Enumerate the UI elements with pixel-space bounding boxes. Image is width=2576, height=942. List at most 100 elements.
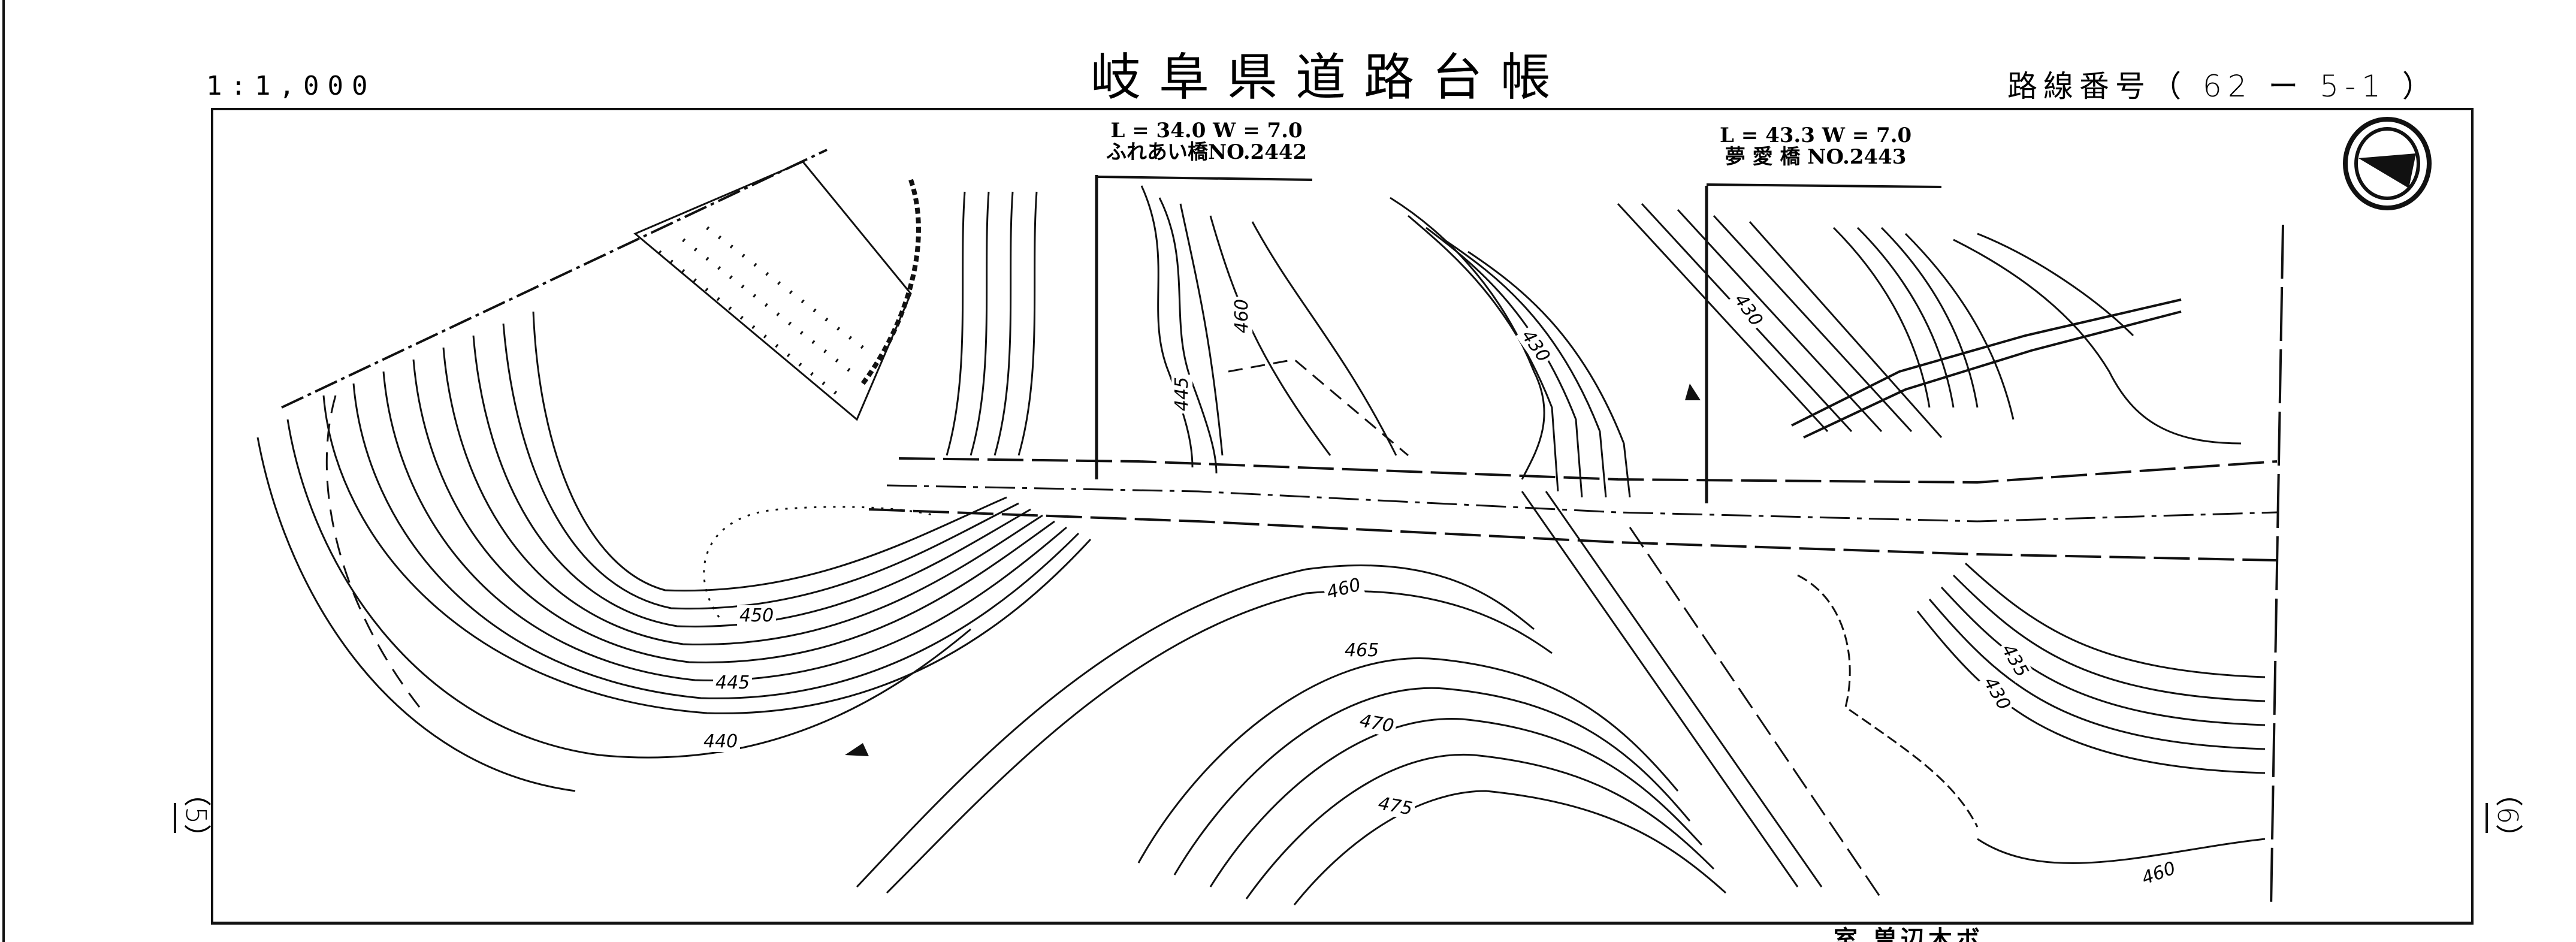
contour-line bbox=[1521, 491, 1799, 887]
contours-lower bbox=[856, 491, 2266, 905]
embankment-dots bbox=[682, 238, 852, 373]
contour-line bbox=[1617, 203, 1829, 433]
bridge-2-underline bbox=[1706, 183, 1942, 188]
contour-line bbox=[1293, 790, 1727, 905]
contour-line bbox=[1443, 238, 1607, 498]
cut-slope-dashed bbox=[1228, 358, 1409, 457]
flow-arrow-icon bbox=[845, 743, 869, 756]
page-border-left bbox=[2, 0, 5, 942]
bridge-name: 夢 愛 橋 NO.2443 bbox=[1725, 145, 1907, 169]
map-frame bbox=[211, 108, 2474, 924]
north-arrow-icon bbox=[2343, 117, 2432, 210]
contour-line bbox=[472, 335, 1031, 628]
contour-line bbox=[532, 311, 1007, 592]
contour-line bbox=[946, 191, 966, 456]
contour-line bbox=[1245, 753, 1715, 899]
page-number-left-dash bbox=[174, 803, 176, 833]
contour-line bbox=[286, 419, 971, 759]
contour-line bbox=[442, 347, 1043, 646]
contour-label: 450 bbox=[737, 605, 777, 626]
bridge-dimensions: L = 34.0 W = 7.0 bbox=[1110, 119, 1303, 143]
contour-label: 445 bbox=[713, 672, 753, 693]
survey-boundary-line bbox=[281, 149, 828, 409]
track-line bbox=[1791, 298, 2182, 427]
contour-line bbox=[1251, 221, 1397, 456]
contour-line bbox=[886, 590, 1553, 894]
contour-line bbox=[1880, 227, 1979, 408]
contour-line bbox=[856, 564, 1535, 888]
contour-line bbox=[256, 437, 576, 792]
bottom-divider bbox=[211, 922, 2474, 925]
contour-line bbox=[382, 371, 1067, 681]
bridge-dimensions: L = 43.3 W = 7.0 bbox=[1720, 123, 1912, 147]
contour-label: 445 bbox=[1171, 374, 1193, 414]
contour-line bbox=[1179, 203, 1224, 456]
contour-line bbox=[322, 395, 1092, 714]
map-linework bbox=[281, 149, 2284, 908]
contour-line bbox=[1137, 657, 1679, 864]
contour-line bbox=[1748, 221, 1943, 438]
contours-right-upper bbox=[1617, 203, 2242, 445]
contour-line bbox=[1173, 687, 1691, 875]
page-number-left: （5） bbox=[174, 779, 216, 852]
contour-line bbox=[1832, 227, 1931, 408]
river-edge bbox=[325, 395, 421, 708]
contour-line bbox=[1916, 611, 2266, 774]
embankment-outline bbox=[633, 161, 912, 421]
page-number-right-text: （6） bbox=[2492, 779, 2524, 852]
flow-arrow-icon bbox=[1685, 384, 1701, 400]
contour-line bbox=[1952, 574, 2266, 702]
contour-line bbox=[1856, 227, 1955, 408]
contour-line bbox=[1467, 250, 1631, 498]
contour-line bbox=[1209, 717, 1703, 887]
embankment-dots bbox=[658, 250, 840, 397]
bridge-label-fureai: L = 34.0 W = 7.0 ふれあい橋NO.2442 bbox=[1106, 120, 1307, 163]
embankment bbox=[633, 161, 921, 421]
page-number-left-text: （5） bbox=[180, 779, 212, 852]
river-outline bbox=[1797, 574, 1979, 828]
contour-line bbox=[1140, 185, 1194, 468]
contour-line bbox=[1964, 562, 2266, 678]
contour-line bbox=[1017, 191, 1038, 456]
contour-line bbox=[1928, 599, 2266, 750]
contour-line bbox=[1629, 527, 1883, 899]
contour-line bbox=[1977, 838, 2266, 864]
bridge-1-underline bbox=[1096, 176, 1313, 181]
contour-line bbox=[1677, 209, 1883, 433]
flow-arrows bbox=[845, 384, 1701, 756]
contour-line bbox=[1904, 233, 2015, 420]
contour-line bbox=[1545, 491, 1823, 887]
track-line bbox=[1803, 310, 2182, 439]
contour-label: 460 bbox=[1231, 296, 1253, 336]
contour-line bbox=[352, 383, 1080, 699]
contour-line bbox=[412, 359, 1055, 663]
contour-line bbox=[1713, 215, 1913, 433]
contour-line bbox=[1408, 215, 1559, 492]
road-centerline bbox=[886, 484, 2278, 523]
contour-line bbox=[1953, 238, 2242, 445]
road-edge-south bbox=[868, 508, 2278, 561]
road-edge-north bbox=[898, 457, 2278, 484]
contour-line bbox=[1158, 197, 1218, 474]
map-scale: 1:1,000 bbox=[206, 71, 376, 101]
contour-line bbox=[502, 323, 1019, 610]
bridge-name: ふれあい橋NO.2442 bbox=[1106, 140, 1307, 164]
retaining-wall bbox=[860, 179, 921, 385]
contour-line bbox=[1426, 227, 1583, 498]
page-number-right: （6） bbox=[2486, 779, 2527, 852]
contour-line bbox=[993, 191, 1014, 456]
contour-label: 465 bbox=[1342, 640, 1382, 661]
page-title: 岐阜県道路台帳 bbox=[1091, 48, 1569, 107]
bottom-partial-text: 室 曽辺木ボ bbox=[1834, 925, 1983, 942]
survey-boundary-right bbox=[2270, 224, 2284, 908]
contours-center bbox=[946, 185, 1631, 498]
contours-left bbox=[256, 311, 1092, 792]
contour-line bbox=[1977, 233, 2134, 337]
contour-line bbox=[970, 191, 990, 456]
contour-line bbox=[1940, 586, 2266, 726]
contour-label: 440 bbox=[701, 731, 741, 752]
embankment-dots bbox=[706, 226, 864, 349]
route-number: 路線番号（ 62 ー 5-1 ） bbox=[2007, 69, 2438, 104]
contour-line bbox=[703, 506, 935, 618]
